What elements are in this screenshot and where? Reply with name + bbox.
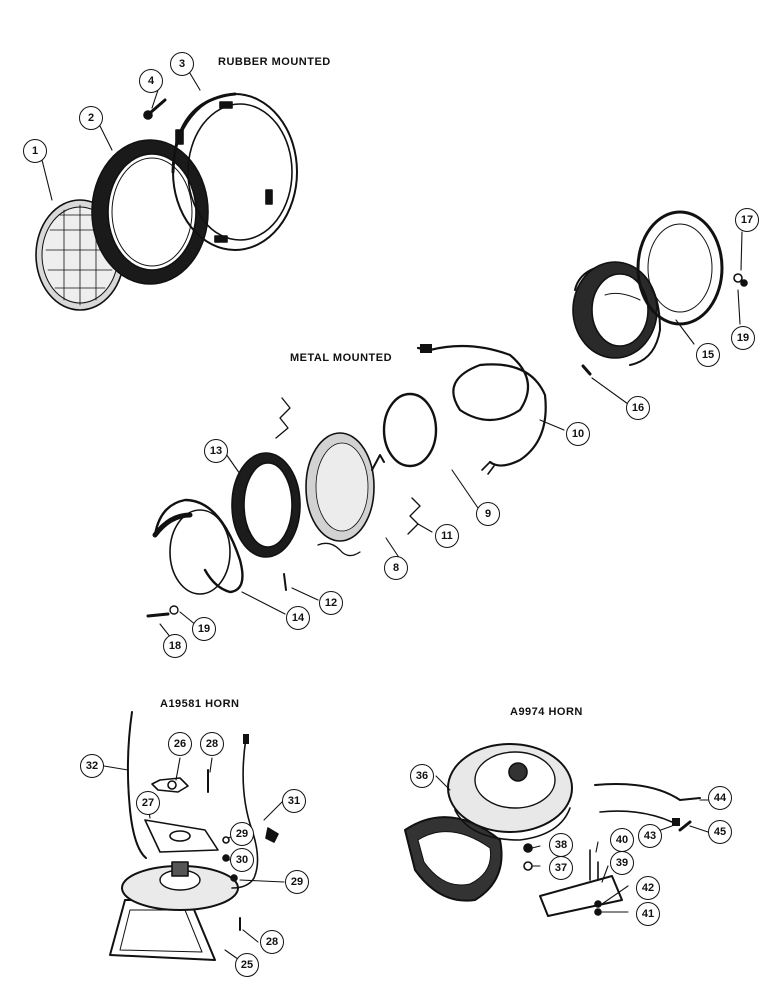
callout-14: 14 (286, 606, 310, 630)
callout-11: 11 (435, 524, 459, 548)
callout-25: 25 (235, 953, 259, 977)
callout-17: 17 (735, 208, 759, 232)
callout-45: 45 (708, 820, 732, 844)
callout-16: 16 (626, 396, 650, 420)
callout-26: 26 (168, 732, 192, 756)
callout-27: 27 (136, 791, 160, 815)
callout-42: 42 (636, 876, 660, 900)
rubber-mounting-ring-drawing (91, 139, 209, 285)
callout-3: 3 (170, 52, 194, 76)
horn-a9974-drawing (404, 743, 701, 917)
small-screws-drawing (146, 273, 748, 618)
callout-41: 41 (636, 902, 660, 926)
callout-13: 13 (204, 439, 228, 463)
gasket-15-drawing (636, 210, 724, 326)
callout-19-upper: 19 (731, 326, 755, 350)
callout-44: 44 (708, 786, 732, 810)
retainer-ring-13-drawing (231, 452, 301, 558)
retaining-ring-9-drawing (382, 392, 438, 468)
callout-10: 10 (566, 422, 590, 446)
callout-30: 30 (230, 848, 254, 872)
horn-a9974-title: A9974 HORN (510, 706, 583, 718)
callout-15: 15 (696, 343, 720, 367)
callout-2: 2 (79, 106, 103, 130)
callout-40: 40 (610, 828, 634, 852)
sealed-beam-8-drawing (305, 432, 385, 542)
callout-12: 12 (319, 591, 343, 615)
springs-drawing (275, 397, 421, 557)
metal-mounted-title: METAL MOUNTED (290, 352, 393, 364)
callout-31: 31 (282, 789, 306, 813)
wiring-harness-drawing (416, 344, 547, 475)
callout-8: 8 (384, 556, 408, 580)
callout-4: 4 (139, 69, 163, 93)
callout-18: 18 (163, 634, 187, 658)
screw-4-drawing (143, 98, 167, 120)
callout-29-upper: 29 (230, 822, 254, 846)
horn-a19581-drawing (109, 711, 279, 961)
callout-29-lower: 29 (285, 870, 309, 894)
metal-mounting-shell-drawing (171, 92, 298, 251)
callout-39: 39 (610, 851, 634, 875)
horn-a19581-title: A19581 HORN (160, 698, 240, 710)
callout-9: 9 (476, 502, 500, 526)
callout-37: 37 (549, 856, 573, 880)
callout-32: 32 (80, 754, 104, 778)
callout-1: 1 (23, 139, 47, 163)
callout-36: 36 (410, 764, 434, 788)
mounting-cup-drawing (572, 261, 661, 366)
callout-43: 43 (638, 824, 662, 848)
callout-38: 38 (549, 833, 573, 857)
rubber-mounted-title: RUBBER MOUNTED (218, 56, 331, 68)
callout-19-lower: 19 (192, 617, 216, 641)
callout-28-lower: 28 (260, 930, 284, 954)
callout-28-upper: 28 (200, 732, 224, 756)
visor-14-drawing (152, 498, 244, 595)
